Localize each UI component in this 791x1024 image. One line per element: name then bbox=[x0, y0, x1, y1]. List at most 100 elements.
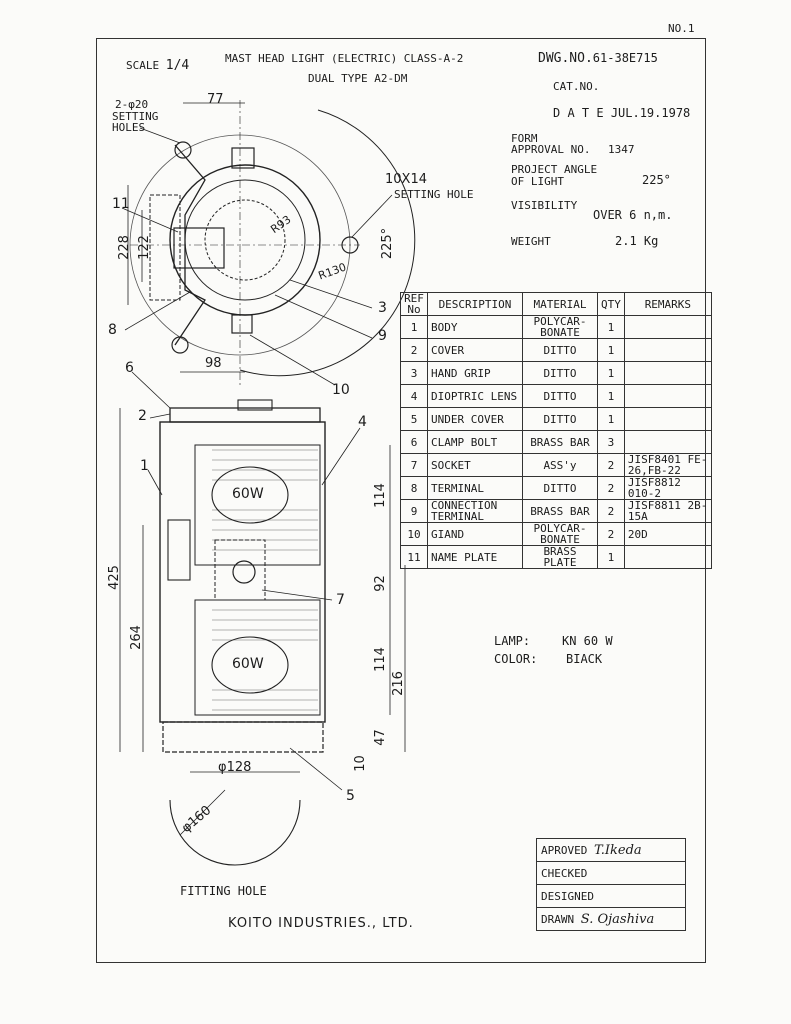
cell-qty: 2 bbox=[597, 499, 625, 523]
cell-remarks: 20D bbox=[623, 522, 712, 546]
label-d128: φ128 bbox=[218, 760, 252, 775]
callout-2: 2 bbox=[138, 408, 147, 424]
callout-1: 1 bbox=[140, 458, 149, 474]
terminal-box bbox=[149, 194, 181, 301]
cell-description: CLAMP BOLT bbox=[427, 430, 523, 454]
cell-qty: 1 bbox=[597, 361, 625, 385]
angle-label-1: PROJECT ANGLE bbox=[511, 163, 598, 176]
leader-7 bbox=[261, 589, 333, 601]
drawing-title: MAST HEAD LIGHT (ELECTRIC) CLASS-A-2 bbox=[225, 52, 464, 65]
drawing-subtitle: DUAL TYPE A2-DM bbox=[308, 72, 408, 85]
visibility-value: OVER 6 n,m. bbox=[593, 208, 673, 222]
drawn-row: DRAWN S. Ojashiva bbox=[536, 907, 686, 931]
cell-remarks bbox=[623, 338, 712, 362]
setting-hole-bottom bbox=[171, 336, 189, 354]
leader-2 bbox=[149, 413, 171, 419]
under-cover bbox=[162, 721, 324, 753]
leader-9 bbox=[274, 294, 373, 339]
approved-signature: T.Ikeda bbox=[593, 842, 642, 858]
checked-row: CHECKED bbox=[536, 861, 686, 885]
cell-description: HAND GRIP bbox=[427, 361, 523, 385]
cell-qty: 2 bbox=[597, 476, 625, 500]
form-value: 1347 bbox=[608, 143, 635, 156]
label-a225: 225° bbox=[380, 227, 396, 260]
signature-table: APROVED T.Ikeda CHECKED DESIGNED DRAWN S… bbox=[536, 838, 686, 931]
lamp-bulb-upper bbox=[211, 466, 289, 524]
designed-row: DESIGNED bbox=[536, 884, 686, 908]
housing-circle bbox=[169, 164, 321, 316]
mounting-bracket bbox=[174, 144, 206, 346]
cell-description: NAME PLATE bbox=[427, 545, 523, 569]
cell-remarks: JISF8401 FE-26,FB-22 bbox=[623, 453, 712, 477]
cell-remarks bbox=[623, 407, 712, 431]
label-setting-hole-b: SETTING HOLE bbox=[394, 188, 474, 201]
leader-11 bbox=[121, 207, 179, 233]
cell-material: BRASS BAR bbox=[522, 430, 598, 454]
fitting-hole-diameter bbox=[179, 789, 226, 836]
cell-ref: 11 bbox=[400, 545, 428, 569]
cell-ref: 2 bbox=[400, 338, 428, 362]
cell-remarks: JISF8811 2B-15A bbox=[623, 499, 712, 523]
scale-value: 1/4 bbox=[165, 58, 190, 73]
projection-arc bbox=[239, 109, 416, 377]
cell-qty: 3 bbox=[597, 430, 625, 454]
leader-setting-holes bbox=[139, 127, 181, 144]
cell-remarks: JISF8812 010-2 bbox=[623, 476, 712, 500]
cell-description: TERMINAL bbox=[427, 476, 523, 500]
callout-7: 7 bbox=[336, 592, 345, 608]
callout-6: 6 bbox=[125, 360, 134, 376]
callout-10: 10 bbox=[332, 382, 350, 398]
lens-upper bbox=[194, 444, 321, 566]
socket-center bbox=[232, 560, 256, 584]
label-d264: 264 bbox=[128, 625, 144, 650]
form-label-1: FORM bbox=[511, 132, 538, 145]
weight-label: WEIGHT bbox=[511, 235, 551, 248]
label-d425: 425 bbox=[106, 565, 122, 590]
cell-description: SOCKET bbox=[427, 453, 523, 477]
cell-remarks bbox=[623, 545, 712, 569]
cell-ref: 8 bbox=[400, 476, 428, 500]
label-d114a: 114 bbox=[372, 483, 388, 508]
cell-ref: 10 bbox=[400, 522, 428, 546]
cell-qty: 1 bbox=[597, 338, 625, 362]
cell-material: DITTO bbox=[522, 361, 598, 385]
label-d92: 92 bbox=[372, 575, 388, 592]
parts-table-header: REF No DESCRIPTION MATERIAL QTY REMARKS bbox=[400, 292, 712, 316]
leader-6 bbox=[131, 371, 171, 409]
cell-remarks bbox=[623, 315, 712, 339]
label-d98: 98 bbox=[205, 356, 222, 371]
callout-9: 9 bbox=[378, 328, 387, 344]
leader-8 bbox=[124, 291, 191, 331]
cell-material: DITTO bbox=[522, 384, 598, 408]
header-description: DESCRIPTION bbox=[427, 292, 523, 316]
leader-setting-hole bbox=[351, 194, 393, 238]
inner-circle bbox=[184, 179, 306, 301]
cell-material: DITTO bbox=[522, 476, 598, 500]
callout-8: 8 bbox=[108, 322, 117, 338]
angle-value: 225° bbox=[642, 173, 671, 187]
cell-material: DITTO bbox=[522, 338, 598, 362]
cell-material: ASS'y bbox=[522, 453, 598, 477]
date: D A T E JUL.19.1978 bbox=[553, 106, 691, 120]
gland-bottom bbox=[231, 314, 253, 334]
label-d114b: 114 bbox=[372, 647, 388, 672]
cell-ref: 5 bbox=[400, 407, 428, 431]
header-remarks: REMARKS bbox=[623, 292, 712, 316]
dwg-no: DWG.NO.61-38E715 bbox=[538, 51, 658, 66]
page-number: NO.1 bbox=[668, 22, 695, 35]
visibility-label: VISIBILITY bbox=[511, 199, 578, 212]
cell-remarks bbox=[623, 384, 712, 408]
cell-description: CONNECTION TERMINAL bbox=[427, 499, 523, 523]
cell-description: DIOPTRIC LENS bbox=[427, 384, 523, 408]
label-setting-holes-a: 2-φ20 bbox=[115, 98, 149, 111]
label-setting-holes-c: HOLES bbox=[112, 121, 146, 134]
hand-grip-top bbox=[231, 147, 255, 169]
cell-qty: 1 bbox=[597, 315, 625, 339]
